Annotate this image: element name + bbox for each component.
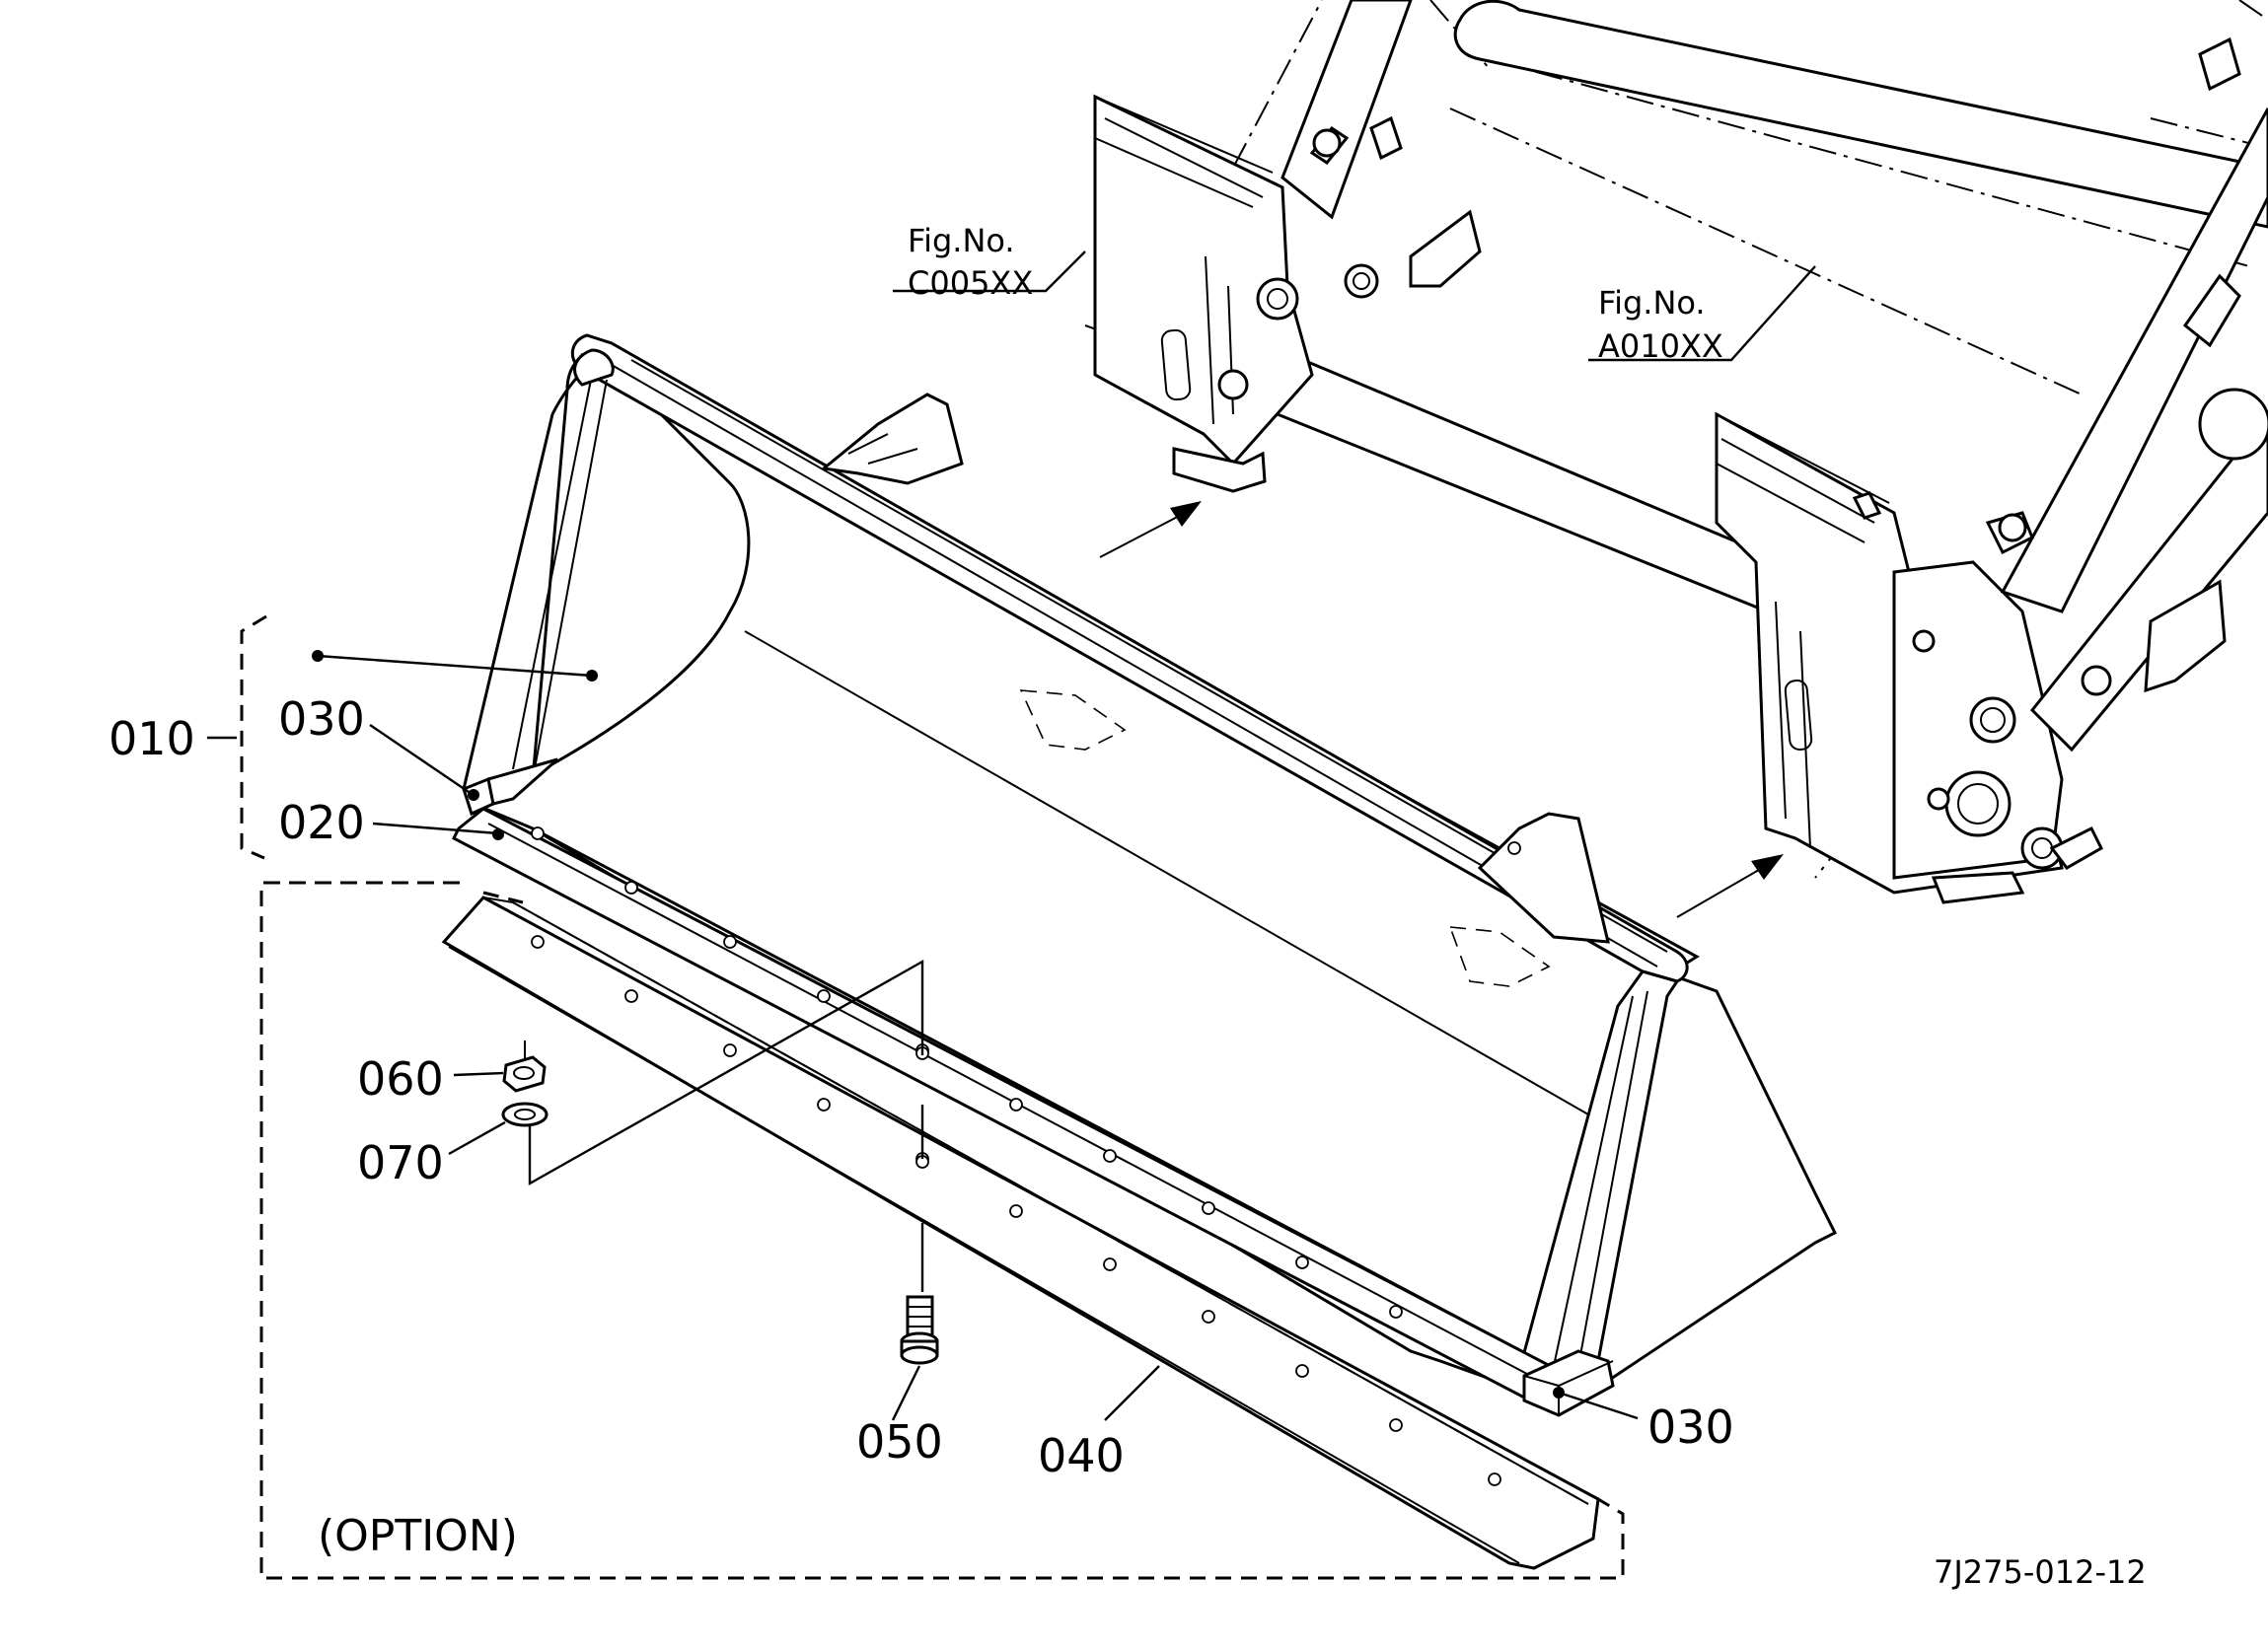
figref-a010-line1: Fig.No. <box>1598 284 1706 322</box>
callout-040: 040 <box>1038 1429 1125 1482</box>
callout-030-left: 030 <box>278 692 365 746</box>
option-label: (OPTION) <box>318 1511 518 1561</box>
bucket-drawing <box>451 333 1838 1417</box>
callout-070: 070 <box>357 1136 444 1189</box>
loader-frame-drawing <box>1084 0 2268 904</box>
figref-c005-line2: C005XX <box>908 264 1033 302</box>
leader-lines <box>207 251 1816 1421</box>
mount-arrows <box>1099 501 1784 918</box>
callout-060: 060 <box>357 1052 444 1106</box>
washer-070 <box>501 1102 549 1127</box>
callout-020: 020 <box>278 796 365 849</box>
drawing-code: 7J275-012-12 <box>1934 1553 2147 1591</box>
option-cutting-edge-drawing <box>441 896 1600 1570</box>
right-wear-pad <box>1522 1349 1615 1417</box>
bucket-group-bracket <box>240 614 267 860</box>
callout-010: 010 <box>109 712 195 765</box>
figref-c005-line1: Fig.No. <box>908 222 1015 259</box>
option-edge-holes <box>531 935 1501 1486</box>
callout-030-right: 030 <box>1647 1400 1734 1454</box>
callout-050: 050 <box>856 1415 943 1469</box>
option-group-box <box>259 881 1625 1580</box>
nut-060 <box>502 1055 547 1093</box>
hardware-drawing <box>501 1041 939 1365</box>
bucket-edge-holes <box>531 826 1403 1319</box>
figref-a010-line2: A010XX <box>1598 327 1723 365</box>
